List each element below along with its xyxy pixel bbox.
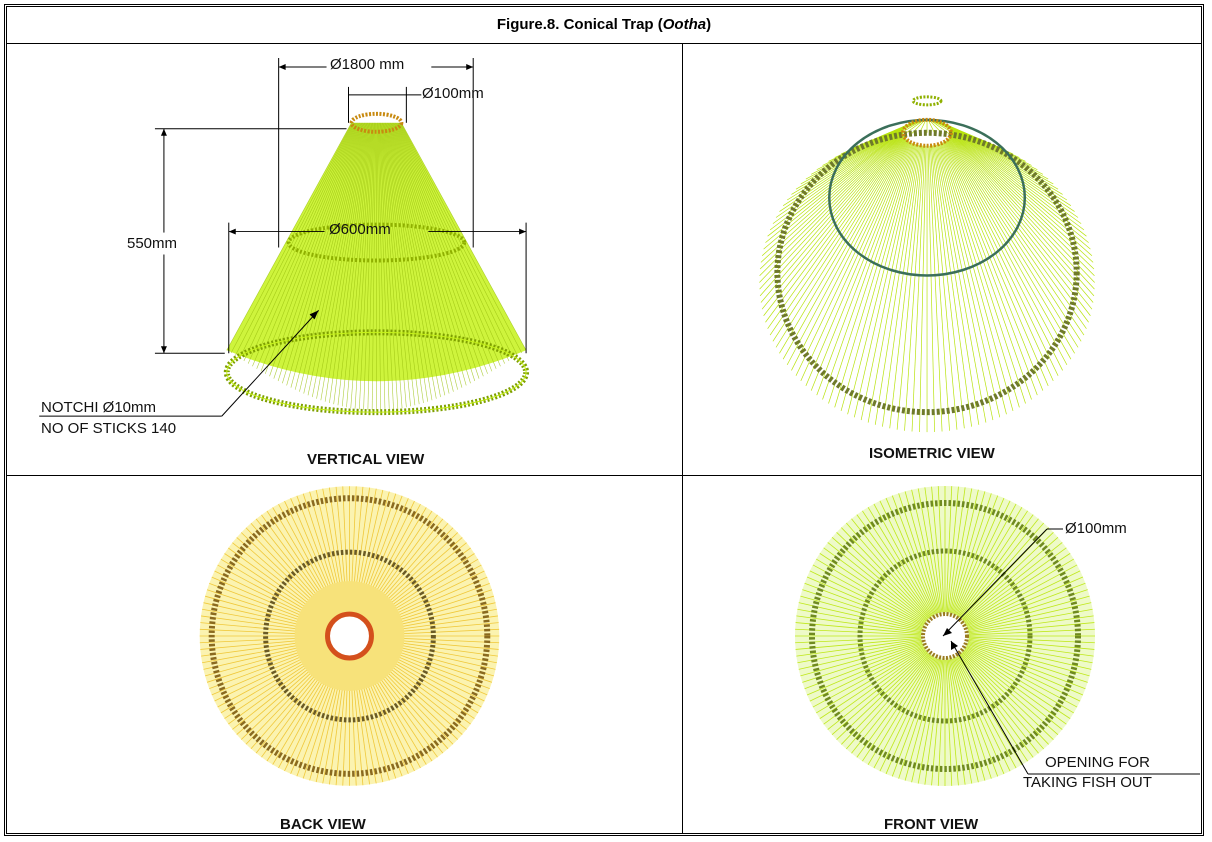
vertical-view-caption: VERTICAL VIEW xyxy=(307,451,425,468)
back-view-panel: BACK VIEW xyxy=(7,476,683,833)
dim-top-outer-label: Ø1800 mm xyxy=(330,56,405,73)
notchi-note-label: NOTCHI Ø10mm xyxy=(41,399,157,416)
front-view-panel: Ø100mm OPENING FOR TAKING FISH OUT FRONT… xyxy=(683,476,1201,833)
isometric-view-caption: ISOMETRIC VIEW xyxy=(869,445,995,462)
isometric-view-drawing xyxy=(759,95,1095,433)
sticks-note-label: NO OF STICKS 140 xyxy=(41,420,177,437)
front-view-caption: FRONT VIEW xyxy=(884,816,979,833)
front-opening-dim-label: Ø100mm xyxy=(1065,520,1127,537)
vertical-view-drawing xyxy=(39,57,530,417)
dim-top-inner-label: Ø100mm xyxy=(422,85,484,102)
back-view-drawing xyxy=(199,486,500,786)
figure-frame: Figure.8. Conical Trap (Ootha) xyxy=(4,4,1204,836)
dim-height-label: 550mm xyxy=(127,235,178,252)
dim-middle-label: Ø600mm xyxy=(329,221,391,238)
back-view-caption: BACK VIEW xyxy=(280,816,366,833)
vertical-view-panel: Ø1800 mm Ø100mm 550mm Ø600mm NOTCHI Ø10m… xyxy=(7,43,683,476)
front-view-drawing xyxy=(795,486,1200,786)
opening-note-line1: OPENING FOR xyxy=(1045,754,1151,771)
figure-title: Figure.8. Conical Trap (Ootha) xyxy=(7,7,1201,44)
opening-note-line2: TAKING FISH OUT xyxy=(1023,774,1152,791)
isometric-view-panel: ISOMETRIC VIEW xyxy=(683,43,1201,476)
